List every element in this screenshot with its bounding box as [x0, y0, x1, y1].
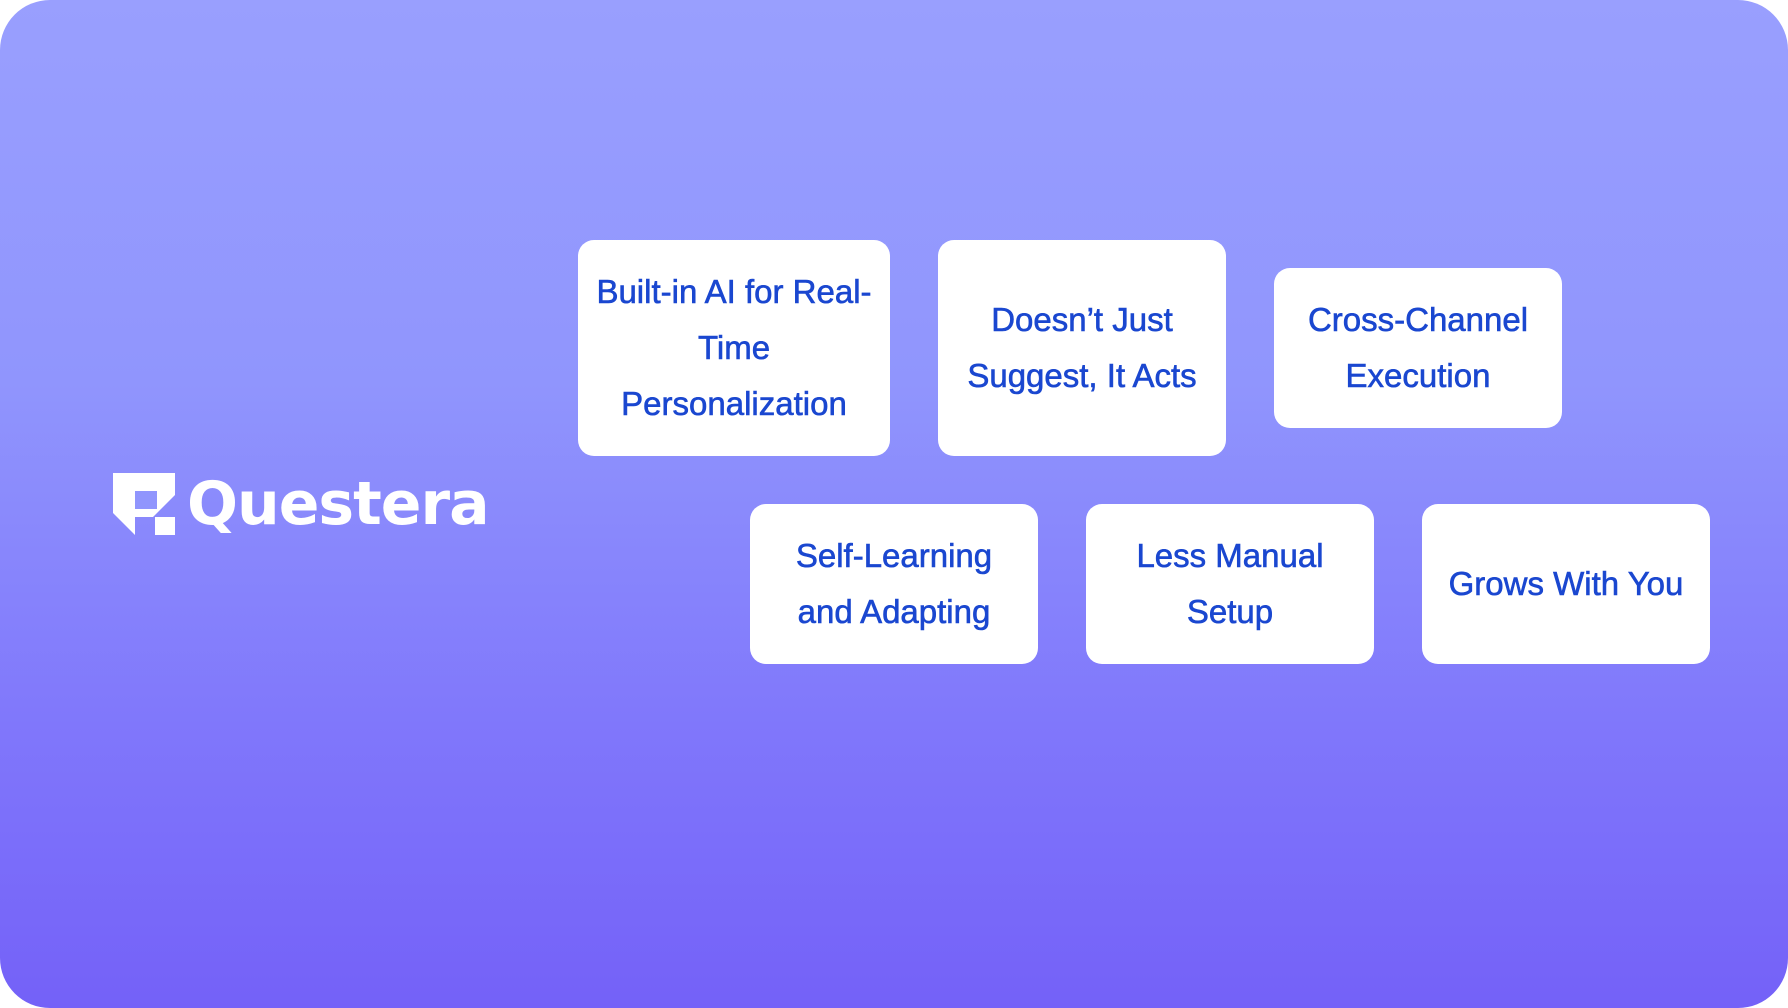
feature-card-ai-personalization: Built-in AI for Real-Time Personalizatio…	[578, 240, 890, 456]
brand-name: Questera	[187, 469, 490, 539]
feature-label: Grows With You	[1448, 565, 1684, 603]
feature-card-self-learning: Self-Learning and Adapting	[750, 504, 1038, 664]
feature-card-grows-with-you: Grows With You	[1422, 504, 1710, 664]
feature-card-less-setup: Less Manual Setup	[1086, 504, 1374, 664]
feature-card-cross-channel: Cross-Channel Execution	[1274, 268, 1562, 428]
feature-label: Built-in AI for Real-Time Personalizatio…	[596, 273, 872, 423]
feature-card-acts: Doesn’t Just Suggest, It Acts	[938, 240, 1226, 456]
feature-label: Cross-Channel Execution	[1307, 301, 1529, 395]
brand-logo: Questera	[113, 469, 490, 539]
questera-logo-icon	[113, 473, 175, 535]
feature-label: Doesn’t Just Suggest, It Acts	[967, 301, 1197, 395]
feature-label: Self-Learning and Adapting	[795, 537, 993, 631]
feature-label: Less Manual Setup	[1136, 537, 1324, 631]
